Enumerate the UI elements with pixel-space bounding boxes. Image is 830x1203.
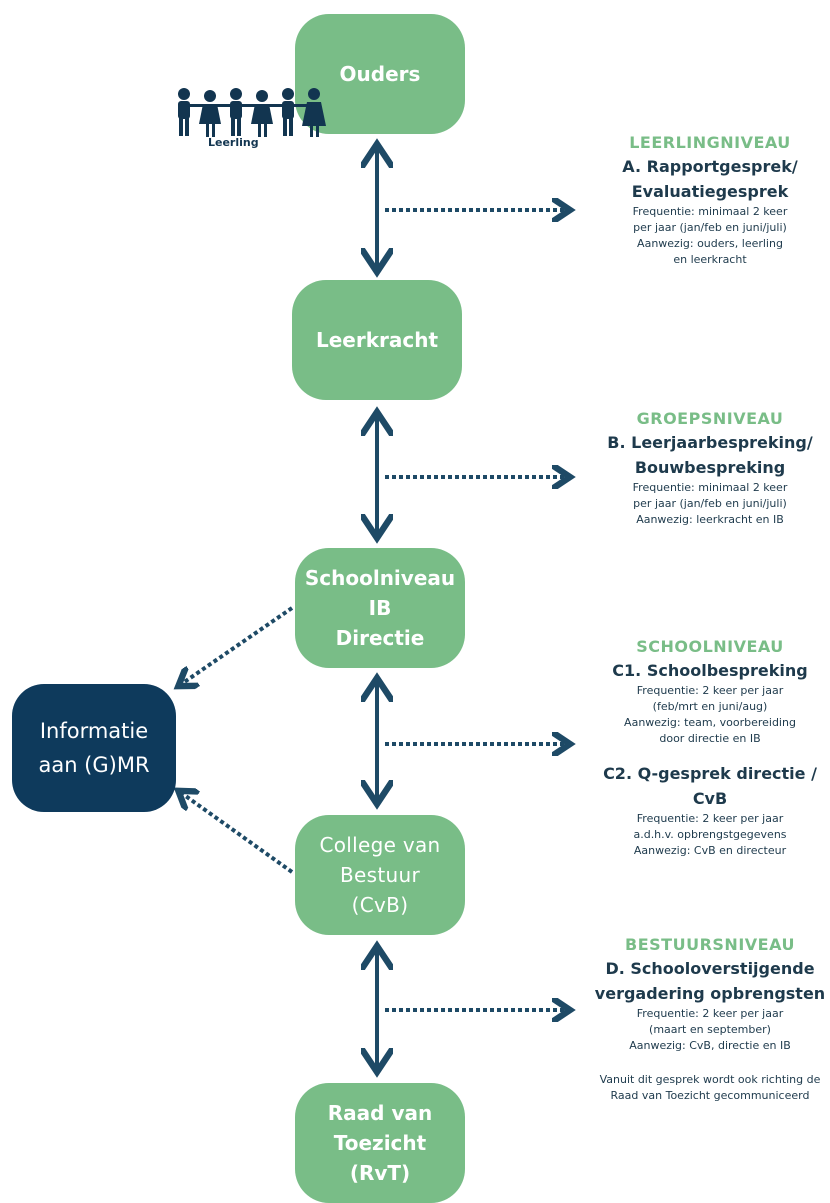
section-b-title-2: Bouwbespreking [634,458,786,477]
section-c-title: C1. Schoolbespreking [612,661,808,680]
node-raad-line3: (RvT) [349,1161,411,1185]
section-b-level: GROEPSNIVEAU [636,409,784,428]
section-b-line-1: Frequentie: minimaal 2 keer [632,481,788,494]
section-b-title-1: B. Leerjaarbespreking/ [607,433,813,452]
section-c-line-4: door directie en IB [659,732,761,745]
section-a-line-3: Aanwezig: ouders, leerling [637,237,783,250]
children-icon [178,88,326,137]
section-d-line-1: Frequentie: 2 keer per jaar [636,1007,784,1020]
node-leerkracht-label: Leerkracht [315,328,439,352]
section-leerlingniveau: LEERLINGNIVEAU A. Rapportgesprek/ Evalua… [585,132,830,268]
node-leerkracht: Leerkracht [292,280,462,400]
section-d-note-1: Vanuit dit gesprek wordt ook richting de [599,1073,821,1086]
section-b-line-2: per jaar (jan/feb en juni/juli) [633,497,787,510]
node-school-line1: Schoolniveau [304,566,456,590]
section-a-title-2: Evaluatiegesprek [631,182,789,201]
node-raad-line2: Toezicht [333,1131,427,1155]
node-ouders-label: Ouders [339,62,421,86]
node-info-line2: aan (G)MR [38,753,150,777]
section-d-level: BESTUURSNIVEAU [625,935,795,954]
section-d-title-1: D. Schooloverstijgende [605,959,815,978]
section-c2-line-1: Frequentie: 2 keer per jaar [636,812,784,825]
node-college-line3: (CvB) [351,893,409,917]
node-informatie-gmr: Informatie aan (G)MR [12,684,176,812]
node-college: College van Bestuur (CvB) [295,815,465,935]
section-c-line-1: Frequentie: 2 keer per jaar [636,684,784,697]
section-d-line-2: (maart en september) [649,1023,771,1036]
leerling-figures-icon: Leerling [168,84,328,156]
section-c-line-3: Aanwezig: team, voorbereiding [624,716,796,729]
node-school-line3: Directie [335,626,425,650]
section-a-title-1: A. Rapportgesprek/ [622,157,798,176]
node-college-line1: College van [319,833,441,857]
section-schoolniveau: SCHOOLNIVEAU C1. Schoolbespreking Freque… [585,636,830,859]
node-raad-line1: Raad van [327,1101,433,1125]
section-a-line-1: Frequentie: minimaal 2 keer [632,205,788,218]
dotted-arrow-school-info [180,606,294,685]
leerling-label: Leerling [208,136,259,149]
section-c-line-2: (feb/mrt en juni/aug) [652,700,768,713]
section-a-line-4: en leerkracht [673,253,747,266]
section-c2-line-3: Aanwezig: CvB en directeur [633,844,787,857]
node-school-line2: IB [368,596,392,620]
section-c2-title: C2. Q-gesprek directie / CvB [603,764,817,808]
dotted-arrow-college-info [180,792,294,874]
section-c-level: SCHOOLNIVEAU [636,637,784,656]
section-bestuursniveau: BESTUURSNIVEAU D. Schooloverstijgende ve… [585,934,830,1104]
section-d-title-2: vergadering opbrengsten [594,984,826,1003]
section-c2-line-2: a.d.h.v. opbrengstgegevens [633,828,787,841]
node-info-line1: Informatie [39,719,149,743]
node-schoolniveau: Schoolniveau IB Directie [295,548,465,668]
section-b-line-3: Aanwezig: leerkracht en IB [636,513,784,526]
node-raad: Raad van Toezicht (RvT) [295,1083,465,1203]
section-a-line-2: per jaar (jan/feb en juni/juli) [633,221,787,234]
node-college-line2: Bestuur [340,863,420,887]
section-d-line-3: Aanwezig: CvB, directie en IB [629,1039,791,1052]
section-d-note-2: Raad van Toezicht gecommuniceerd [610,1089,810,1102]
section-a-level: LEERLINGNIVEAU [629,133,791,152]
section-groepsniveau: GROEPSNIVEAU B. Leerjaarbespreking/ Bouw… [585,408,830,528]
